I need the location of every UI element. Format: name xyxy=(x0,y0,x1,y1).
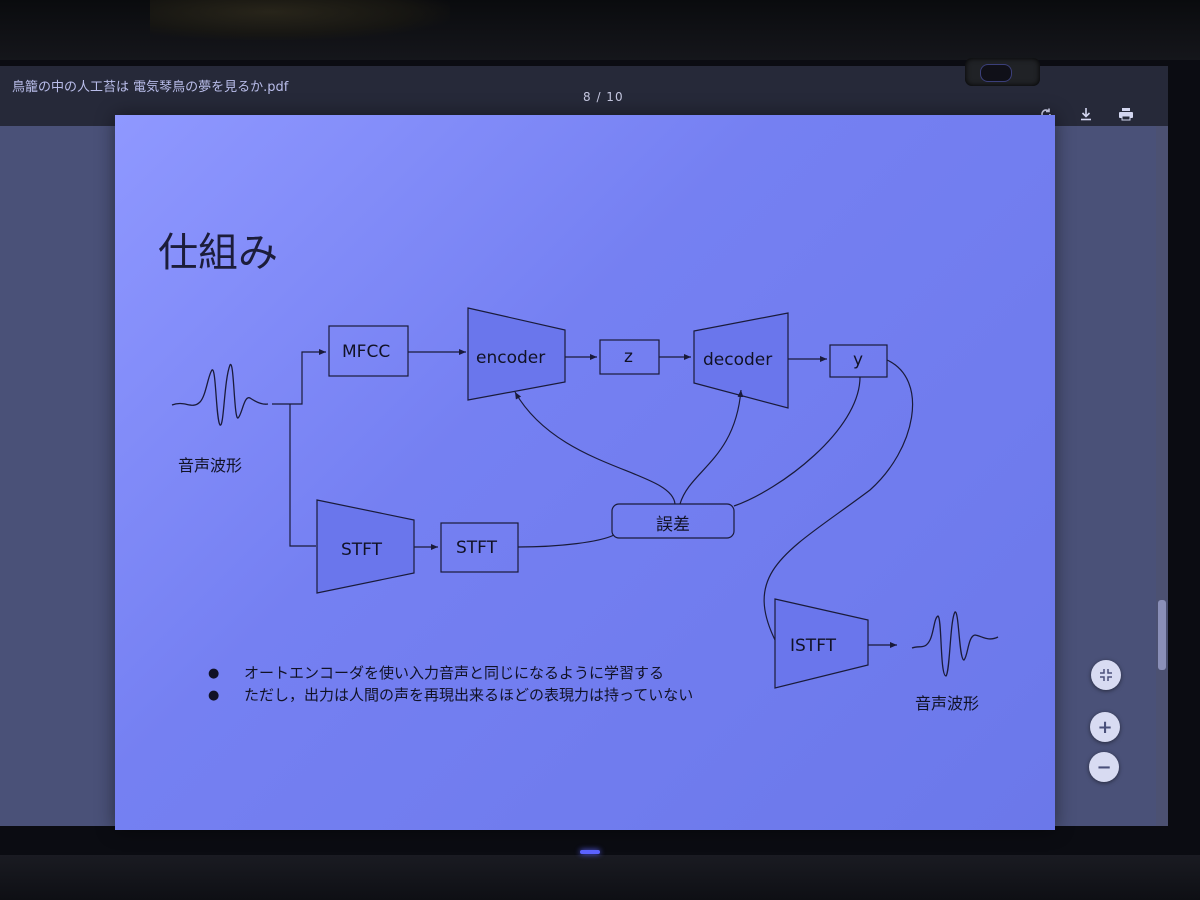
encoder-node xyxy=(467,307,566,401)
print-icon[interactable] xyxy=(1114,102,1138,126)
download-icon-glyph xyxy=(1081,108,1091,121)
slide-title: 仕組み xyxy=(158,230,278,276)
pdf-page xyxy=(115,115,1055,830)
bullet-dot: ● xyxy=(208,688,220,703)
wall-decoration xyxy=(150,0,450,40)
istft-label: ISTFT xyxy=(790,636,837,656)
line-y-error xyxy=(733,376,861,507)
zoom-out-button[interactable]: − xyxy=(1089,752,1119,782)
decoder-node xyxy=(693,312,789,409)
error-node xyxy=(611,503,735,539)
branch-line xyxy=(272,349,326,405)
download-icon[interactable] xyxy=(1074,102,1098,126)
webcam xyxy=(965,58,1040,86)
z-label: z xyxy=(624,347,633,367)
scrollbar-thumb[interactable] xyxy=(1158,600,1166,670)
mfcc-label: MFCC xyxy=(342,342,391,362)
desk-surface xyxy=(0,855,1200,900)
istft-node xyxy=(774,598,869,689)
line-y-istft xyxy=(763,359,914,643)
monitor-power-led xyxy=(580,850,600,854)
error-label: 誤差 xyxy=(656,515,690,535)
mfcc-node xyxy=(328,325,409,377)
y-label: y xyxy=(853,350,864,370)
y-node xyxy=(829,344,888,378)
bullet-dot: ● xyxy=(208,666,220,681)
pdf-filename: 鳥籠の中の人工苔は 電気琴鳥の夢を見るか.pdf xyxy=(12,80,289,95)
page-counter: 8 / 10 xyxy=(583,90,624,104)
bullet-item: ● ただし，出力は人間の声を再現出来るほどの表現力は持っていない xyxy=(208,686,728,705)
print-icon-glyph xyxy=(1119,108,1133,121)
bullet-text: オートエンコーダを使い入力音声と同じになるように学習する xyxy=(244,664,665,682)
output-waveform-label: 音声波形 xyxy=(915,694,980,713)
bullet-list: ● オートエンコーダを使い入力音声と同じになるように学習する ● ただし，出力は… xyxy=(208,664,728,708)
branch-line-down xyxy=(289,404,316,547)
zoom-in-button[interactable]: + xyxy=(1090,712,1120,742)
stft-trap-node xyxy=(316,499,415,594)
arrow-error-encoder xyxy=(514,391,676,505)
scrollbar-track[interactable] xyxy=(1156,126,1168,826)
stft-trap-label: STFT xyxy=(341,540,383,560)
stft-box-label: STFT xyxy=(456,538,498,558)
bullet-text: ただし，出力は人間の声を再現出来るほどの表現力は持っていない xyxy=(244,686,694,704)
input-waveform-label: 音声波形 xyxy=(178,456,243,475)
bullet-item: ● オートエンコーダを使い入力音声と同じになるように学習する xyxy=(208,664,728,683)
arrow-error-decoder xyxy=(679,389,744,505)
encoder-label: encoder xyxy=(476,348,546,368)
webcam-lens xyxy=(980,64,1012,82)
output-waveform xyxy=(911,611,999,677)
fit-to-page-glyph xyxy=(1100,669,1112,681)
line-stft-error xyxy=(517,534,615,548)
input-waveform xyxy=(171,364,269,426)
decoder-label: decoder xyxy=(703,350,773,370)
fit-to-page-icon[interactable] xyxy=(1091,660,1121,690)
